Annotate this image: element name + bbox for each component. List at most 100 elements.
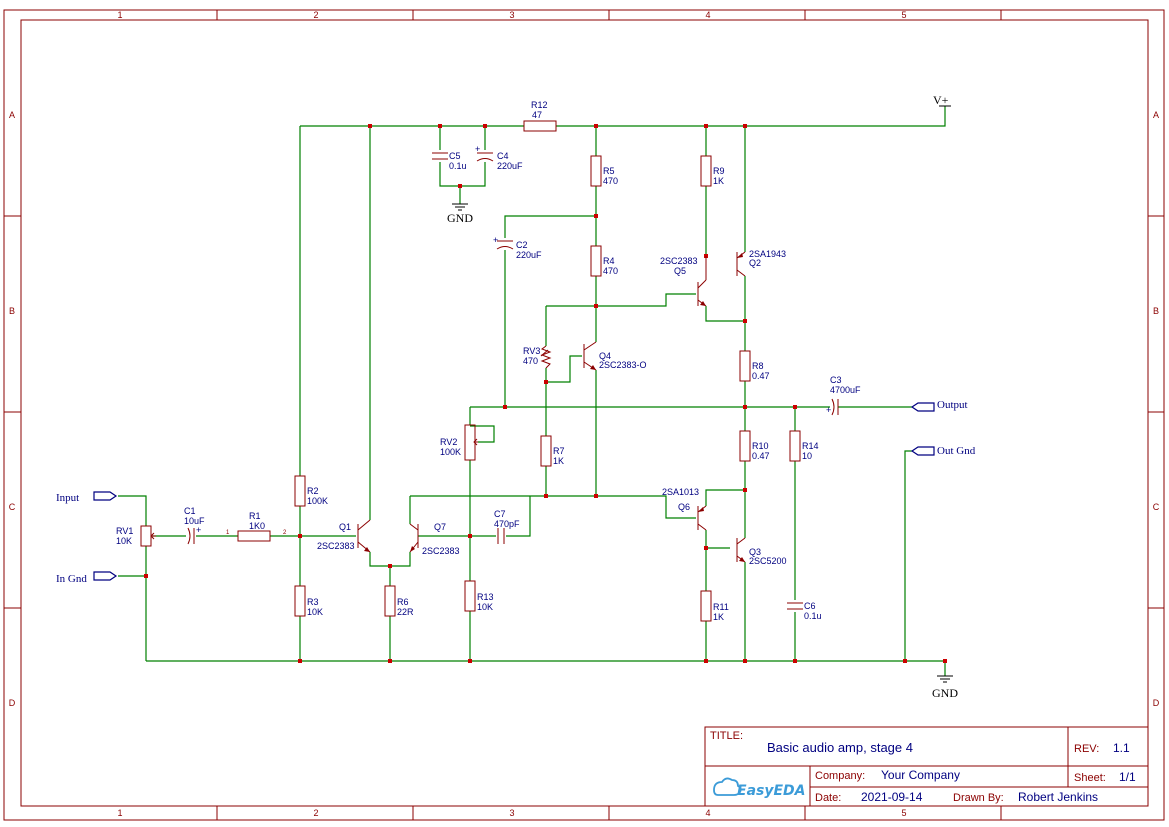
port-output[interactable]: Output	[910, 399, 968, 412]
capacitor-c3[interactable]: + C3 4700uF	[826, 375, 861, 416]
port-out-gnd[interactable]: Out Gnd	[910, 445, 976, 457]
resistor-r7[interactable]: R7 1K	[540, 435, 565, 467]
cloud-icon	[713, 777, 742, 796]
svg-text:2: 2	[283, 530, 287, 536]
capacitor-c5[interactable]: C5 0.1u	[432, 151, 467, 171]
transistor-q2[interactable]: 2SA1943 Q2	[736, 249, 786, 277]
c3-value: 4700uF	[830, 385, 861, 395]
resistor-r9[interactable]: R9 1K	[700, 155, 725, 187]
capacitor-c1[interactable]: + C1 10uF	[184, 506, 205, 545]
sheet-key: Sheet:	[1074, 772, 1106, 784]
r12-value: 47	[532, 110, 542, 120]
transistor-q6[interactable]: 2SA1013 Q6	[662, 487, 707, 531]
zone-col-3-bottom: 3	[509, 808, 514, 818]
c4-ref: C4	[497, 151, 509, 161]
r1-value: 1K0	[249, 521, 265, 531]
gnd-symbol-bottom: GND	[932, 675, 958, 700]
resistor-r1[interactable]: 1 2 R1 1K0	[226, 511, 287, 542]
r7-value: 1K	[553, 456, 564, 466]
resistor-r3[interactable]: R3 10K	[294, 585, 323, 617]
r1-ref: R1	[249, 511, 261, 521]
drawing-frame: 1 2 3 4 5 1 2 3 4 5 A B C D A B C D	[3, 9, 1165, 821]
zone-row-b-right: B	[1153, 306, 1159, 316]
zone-row-a: A	[9, 110, 15, 120]
potentiometer-rv2[interactable]: RV2 100K	[440, 424, 478, 461]
resistor-r11[interactable]: R11 1K	[700, 590, 729, 622]
q6-value: 2SA1013	[662, 487, 699, 497]
resistor-r4[interactable]: R4 470	[590, 245, 618, 277]
zone-row-d: D	[9, 698, 16, 708]
resistor-r5[interactable]: R5 470	[590, 155, 618, 187]
zone-col-2: 2	[313, 10, 318, 20]
c1-value: 10uF	[184, 516, 205, 526]
potentiometer-rv3[interactable]: RV3 470	[523, 345, 552, 369]
zone-col-1-bottom: 1	[117, 808, 122, 818]
svg-text:+: +	[493, 235, 498, 245]
easyeda-logo: EasyEDA	[713, 777, 806, 799]
rv1-value: 10K	[116, 536, 132, 546]
port-in-gnd-label: In Gnd	[56, 573, 87, 585]
zone-col-4-bottom: 4	[705, 808, 710, 818]
r11-value: 1K	[713, 612, 724, 622]
svg-text:+: +	[475, 144, 480, 154]
transistor-q3[interactable]: Q3 2SC5200	[736, 537, 787, 566]
q7-value: 2SC2383	[422, 546, 460, 556]
junctions	[144, 124, 947, 663]
resistor-r14[interactable]: R14 10	[789, 430, 819, 462]
capacitor-c6[interactable]: C6 0.1u	[787, 601, 822, 621]
transistor-q7[interactable]: Q7 2SC2383	[409, 522, 460, 556]
title-key: TITLE:	[710, 730, 743, 742]
port-in-gnd[interactable]: In Gnd	[56, 571, 118, 585]
rv3-value: 470	[523, 356, 538, 366]
capacitor-c4[interactable]: + C4 220uF	[475, 144, 523, 171]
company-key: Company:	[815, 770, 865, 782]
resistor-r2[interactable]: R2 100K	[294, 475, 328, 507]
zone-col-3: 3	[509, 10, 514, 20]
r9-value: 1K	[713, 176, 724, 186]
r8-value: 0.47	[752, 371, 770, 381]
resistor-r12[interactable]: R12 47	[523, 100, 557, 132]
transistor-q4[interactable]: Q4 2SC2383-O	[583, 341, 647, 371]
resistor-r8[interactable]: R8 0.47	[739, 350, 770, 382]
gnd-symbol-top: GND	[447, 203, 473, 225]
c6-value: 0.1u	[804, 611, 822, 621]
sheet-value: 1/1	[1119, 770, 1136, 784]
transistor-q5[interactable]: 2SC2383 Q5	[660, 256, 707, 307]
port-input[interactable]: Input	[56, 491, 118, 504]
vplus-label: V+	[933, 93, 949, 107]
q1-ref: Q1	[339, 522, 351, 532]
q1-value: 2SC2383	[317, 541, 355, 551]
resistor-r10[interactable]: R10 0.47	[739, 430, 770, 462]
gnd-bottom-label: GND	[932, 686, 958, 700]
r13-value: 10K	[477, 602, 493, 612]
r5-value: 470	[603, 176, 618, 186]
resistor-r13[interactable]: R13 10K	[464, 580, 494, 612]
r10-value: 0.47	[752, 451, 770, 461]
c2-value: 220uF	[516, 250, 542, 260]
c1-ref: C1	[184, 506, 196, 516]
c3-ref: C3	[830, 375, 842, 385]
r7-ref: R7	[553, 446, 565, 456]
drawn-by-value: Robert Jenkins	[1018, 790, 1098, 804]
transistor-q1[interactable]: Q1 2SC2383	[317, 519, 371, 553]
date-key: Date:	[815, 792, 841, 804]
zone-row-a-right: A	[1153, 110, 1159, 120]
capacitor-c7[interactable]: C7 470pF	[494, 509, 520, 544]
capacitor-c2[interactable]: + C2 220uF	[493, 235, 542, 260]
resistor-r6[interactable]: R6 22R	[384, 585, 414, 617]
r3-ref: R3	[307, 597, 319, 607]
potentiometer-rv1[interactable]: RV1 10K	[116, 525, 156, 547]
rv3-ref: RV3	[523, 346, 540, 356]
r6-ref: R6	[397, 597, 409, 607]
date-value: 2021-09-14	[861, 790, 923, 804]
r14-ref: R14	[802, 441, 819, 451]
r2-value: 100K	[307, 496, 328, 506]
c2-ref: C2	[516, 240, 528, 250]
logo-text: EasyEDA	[737, 783, 806, 799]
zone-row-d-right: D	[1153, 698, 1160, 708]
q4-ref: Q4	[599, 351, 611, 361]
port-output-label: Output	[937, 399, 968, 411]
q3-value: 2SC5200	[749, 556, 787, 566]
c7-value: 470pF	[494, 519, 520, 529]
